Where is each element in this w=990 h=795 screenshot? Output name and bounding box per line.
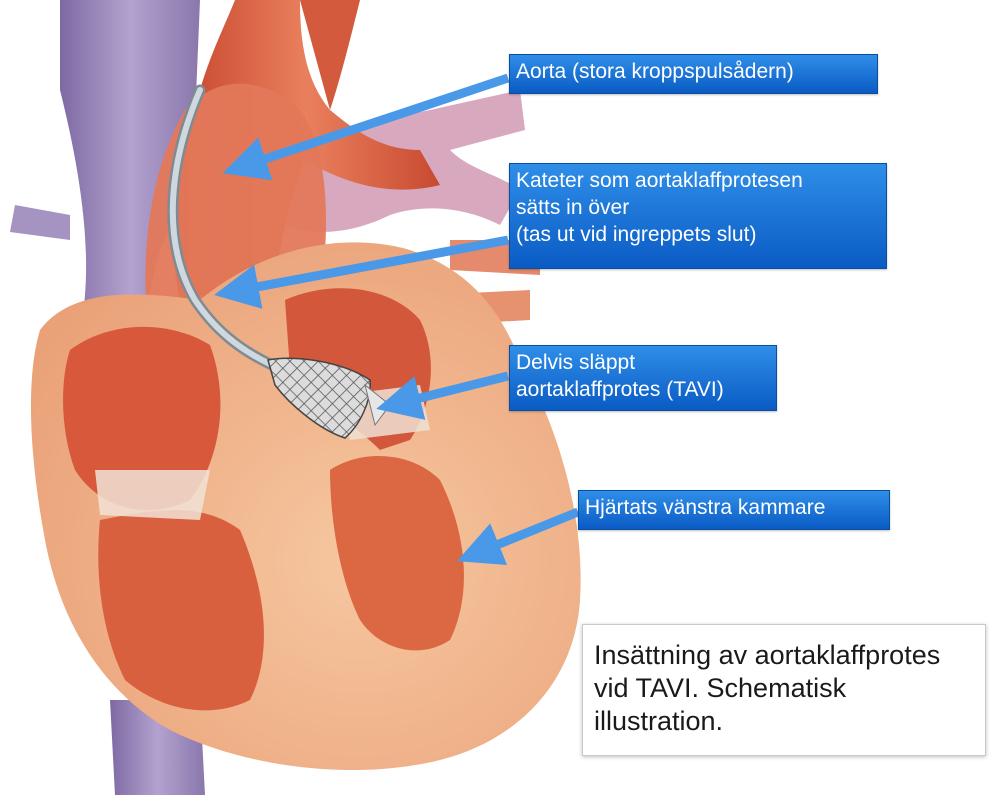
- left-ventricle-label: Hjärtats vänstra kammare: [578, 490, 890, 530]
- aorta-label: Aorta (stora kroppspulsådern): [509, 54, 878, 94]
- heart-wall: [31, 242, 581, 770]
- catheter-label: Kateter som aortaklaffprotesen sätts in …: [509, 163, 887, 269]
- valve-prosthesis-label: Delvis släppt aortaklaffprotes (TAVI): [509, 345, 777, 411]
- caption-box: Insättning av aortaklaffprotes vid TAVI.…: [582, 624, 986, 756]
